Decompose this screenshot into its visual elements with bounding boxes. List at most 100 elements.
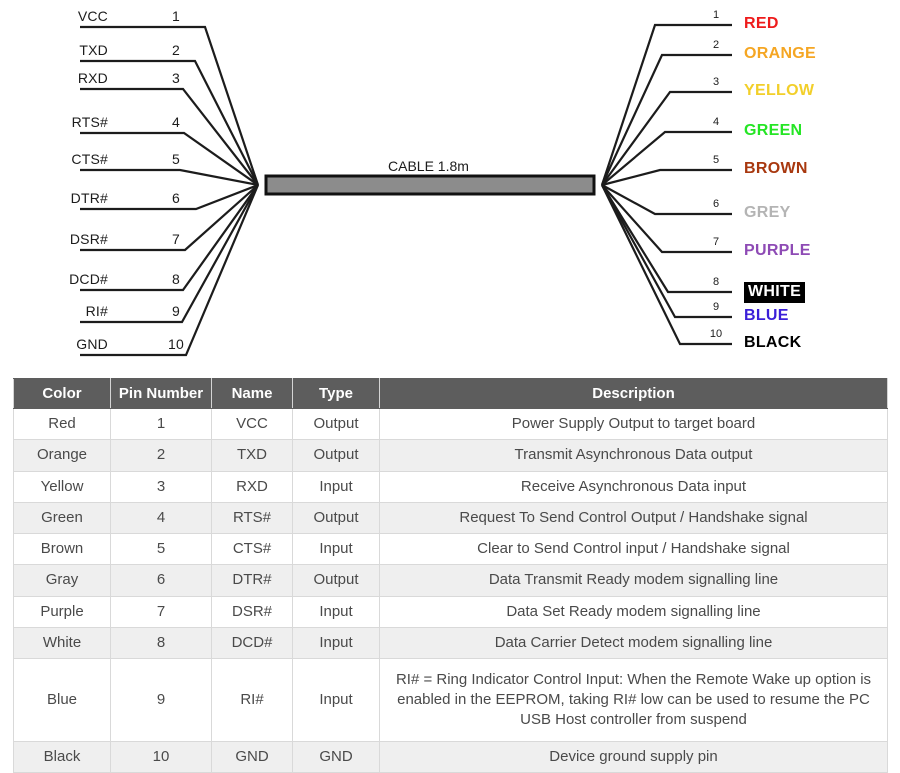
left-pin-name-10: GND xyxy=(76,336,108,352)
cable-length-caption: CABLE 1.8m xyxy=(388,158,469,174)
cell-pin-number: 5 xyxy=(110,532,212,566)
cell-type: Input xyxy=(292,658,380,742)
cell-description: Power Supply Output to target board xyxy=(379,407,888,441)
right-pin-number-5: 5 xyxy=(712,154,720,166)
pinout-table: Color Pin Number Name Type Description R… xyxy=(13,378,888,773)
right-pin-number-2: 2 xyxy=(712,39,720,51)
wire-color-label-blue: BLUE xyxy=(744,307,789,324)
cell-color: Green xyxy=(13,501,111,535)
right-wire-pin-4 xyxy=(601,130,732,186)
cell-color: Blue xyxy=(13,658,111,742)
cell-name: RI# xyxy=(211,658,293,742)
cell-pin-number: 6 xyxy=(110,564,212,597)
wire-color-label-red: RED xyxy=(744,15,779,32)
cell-type: Output xyxy=(292,407,380,441)
cable-body xyxy=(264,174,596,196)
left-pin-name-2: TXD xyxy=(79,42,108,58)
cell-pin-number: 3 xyxy=(110,470,212,503)
right-wire-pin-6 xyxy=(601,184,732,216)
cell-type: Input xyxy=(292,595,380,628)
cell-description: Device ground supply pin xyxy=(379,740,888,773)
left-wire-pin-2 xyxy=(80,59,259,186)
cell-type: Input xyxy=(292,532,380,566)
left-wire-pin-5 xyxy=(80,168,259,187)
left-pin-number-4: 4 xyxy=(172,114,180,130)
cell-type: Output xyxy=(292,501,380,535)
wire-color-label-purple: PURPLE xyxy=(744,242,811,259)
left-pin-number-5: 5 xyxy=(172,151,180,167)
left-pin-name-8: DCD# xyxy=(69,271,108,287)
left-pin-name-4: RTS# xyxy=(71,114,108,130)
cell-pin-number: 1 xyxy=(110,407,212,441)
cell-name: CTS# xyxy=(211,532,293,566)
cell-name: RXD xyxy=(211,470,293,503)
right-wire-pin-8 xyxy=(601,184,732,294)
cell-name: DTR# xyxy=(211,564,293,597)
cell-color: Orange xyxy=(13,439,111,472)
column-header-color: Color xyxy=(13,378,111,409)
right-pin-number-10: 10 xyxy=(709,328,723,340)
right-pin-number-4: 4 xyxy=(712,116,720,128)
cell-description: Data Transmit Ready modem signalling lin… xyxy=(379,564,888,597)
right-pin-number-6: 6 xyxy=(712,198,720,210)
left-wire-pin-10 xyxy=(80,184,260,357)
cell-description: Data Carrier Detect modem signalling lin… xyxy=(379,626,888,660)
wire-color-label-white: WHITE xyxy=(744,282,806,303)
right-pin-number-7: 7 xyxy=(712,236,720,248)
wire-color-label-green: GREEN xyxy=(744,122,803,139)
column-header-pin-number: Pin Number xyxy=(110,378,212,409)
left-pin-name-9: RI# xyxy=(85,303,108,319)
pinout-table-container: Color Pin Number Name Type Description R… xyxy=(13,378,888,773)
cell-pin-number: 8 xyxy=(110,626,212,660)
cell-type: Output xyxy=(292,564,380,597)
cell-pin-number: 9 xyxy=(110,658,212,742)
left-pin-number-9: 9 xyxy=(172,303,180,319)
right-wire-pin-1 xyxy=(600,23,732,186)
right-wire-pin-9 xyxy=(601,184,732,319)
cell-description: Transmit Asynchronous Data output xyxy=(379,439,888,472)
left-wire-pin-6 xyxy=(80,183,259,211)
cell-description: RI# = Ring Indicator Control Input: When… xyxy=(379,658,888,742)
right-wire-pin-7 xyxy=(601,184,732,254)
left-pin-number-1: 1 xyxy=(172,8,180,24)
diagram-wiring-svg xyxy=(80,23,732,357)
right-wire-pin-2 xyxy=(601,53,732,186)
left-wire-group xyxy=(80,25,260,357)
left-pin-number-10: 10 xyxy=(168,336,184,352)
cell-color: Red xyxy=(13,407,111,441)
left-pin-number-3: 3 xyxy=(172,70,180,86)
wire-color-label-orange: ORANGE xyxy=(744,45,817,62)
cell-color: Purple xyxy=(13,595,111,628)
cell-type: Input xyxy=(292,626,380,660)
wire-color-label-grey: GREY xyxy=(744,204,791,221)
right-pin-number-1: 1 xyxy=(712,9,720,21)
cell-color: Brown xyxy=(13,532,111,566)
column-header-description: Description xyxy=(379,378,888,409)
right-wire-group xyxy=(600,23,732,346)
cell-name: RTS# xyxy=(211,501,293,535)
cell-type: Input xyxy=(292,470,380,503)
left-pin-number-6: 6 xyxy=(172,190,180,206)
cell-pin-number: 10 xyxy=(110,740,212,773)
right-pin-number-9: 9 xyxy=(712,301,720,313)
cell-name: GND xyxy=(211,740,293,773)
right-wire-pin-3 xyxy=(601,90,732,186)
cell-color: White xyxy=(13,626,111,660)
cell-pin-number: 4 xyxy=(110,501,212,535)
right-pin-number-3: 3 xyxy=(712,76,720,88)
left-pin-name-1: VCC xyxy=(77,8,108,24)
right-wire-pin-10 xyxy=(601,184,732,346)
cell-pin-number: 2 xyxy=(110,439,212,472)
left-wire-pin-1 xyxy=(80,25,260,186)
cell-description: Clear to Send Control input / Handshake … xyxy=(379,532,888,566)
cell-color: Black xyxy=(13,740,111,773)
